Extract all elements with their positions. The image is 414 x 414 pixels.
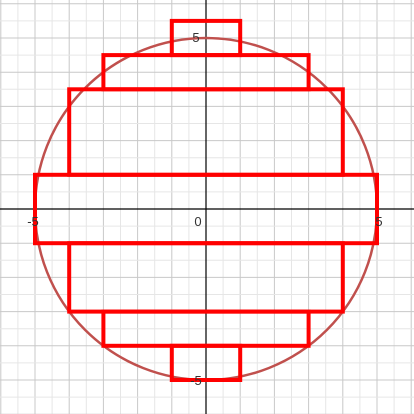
origin-label: 0 — [194, 214, 201, 229]
x-tick-label-5: 5 — [375, 214, 382, 229]
rectangle-7 — [169, 343, 243, 382]
x-tick-label-neg5: -5 — [27, 214, 39, 229]
rectangles — [33, 18, 379, 382]
y-tick-label-neg5: -5 — [190, 373, 202, 388]
y-tick-label-5: 5 — [192, 30, 199, 45]
tick-labels: -5 5 5 -5 0 — [27, 30, 382, 388]
